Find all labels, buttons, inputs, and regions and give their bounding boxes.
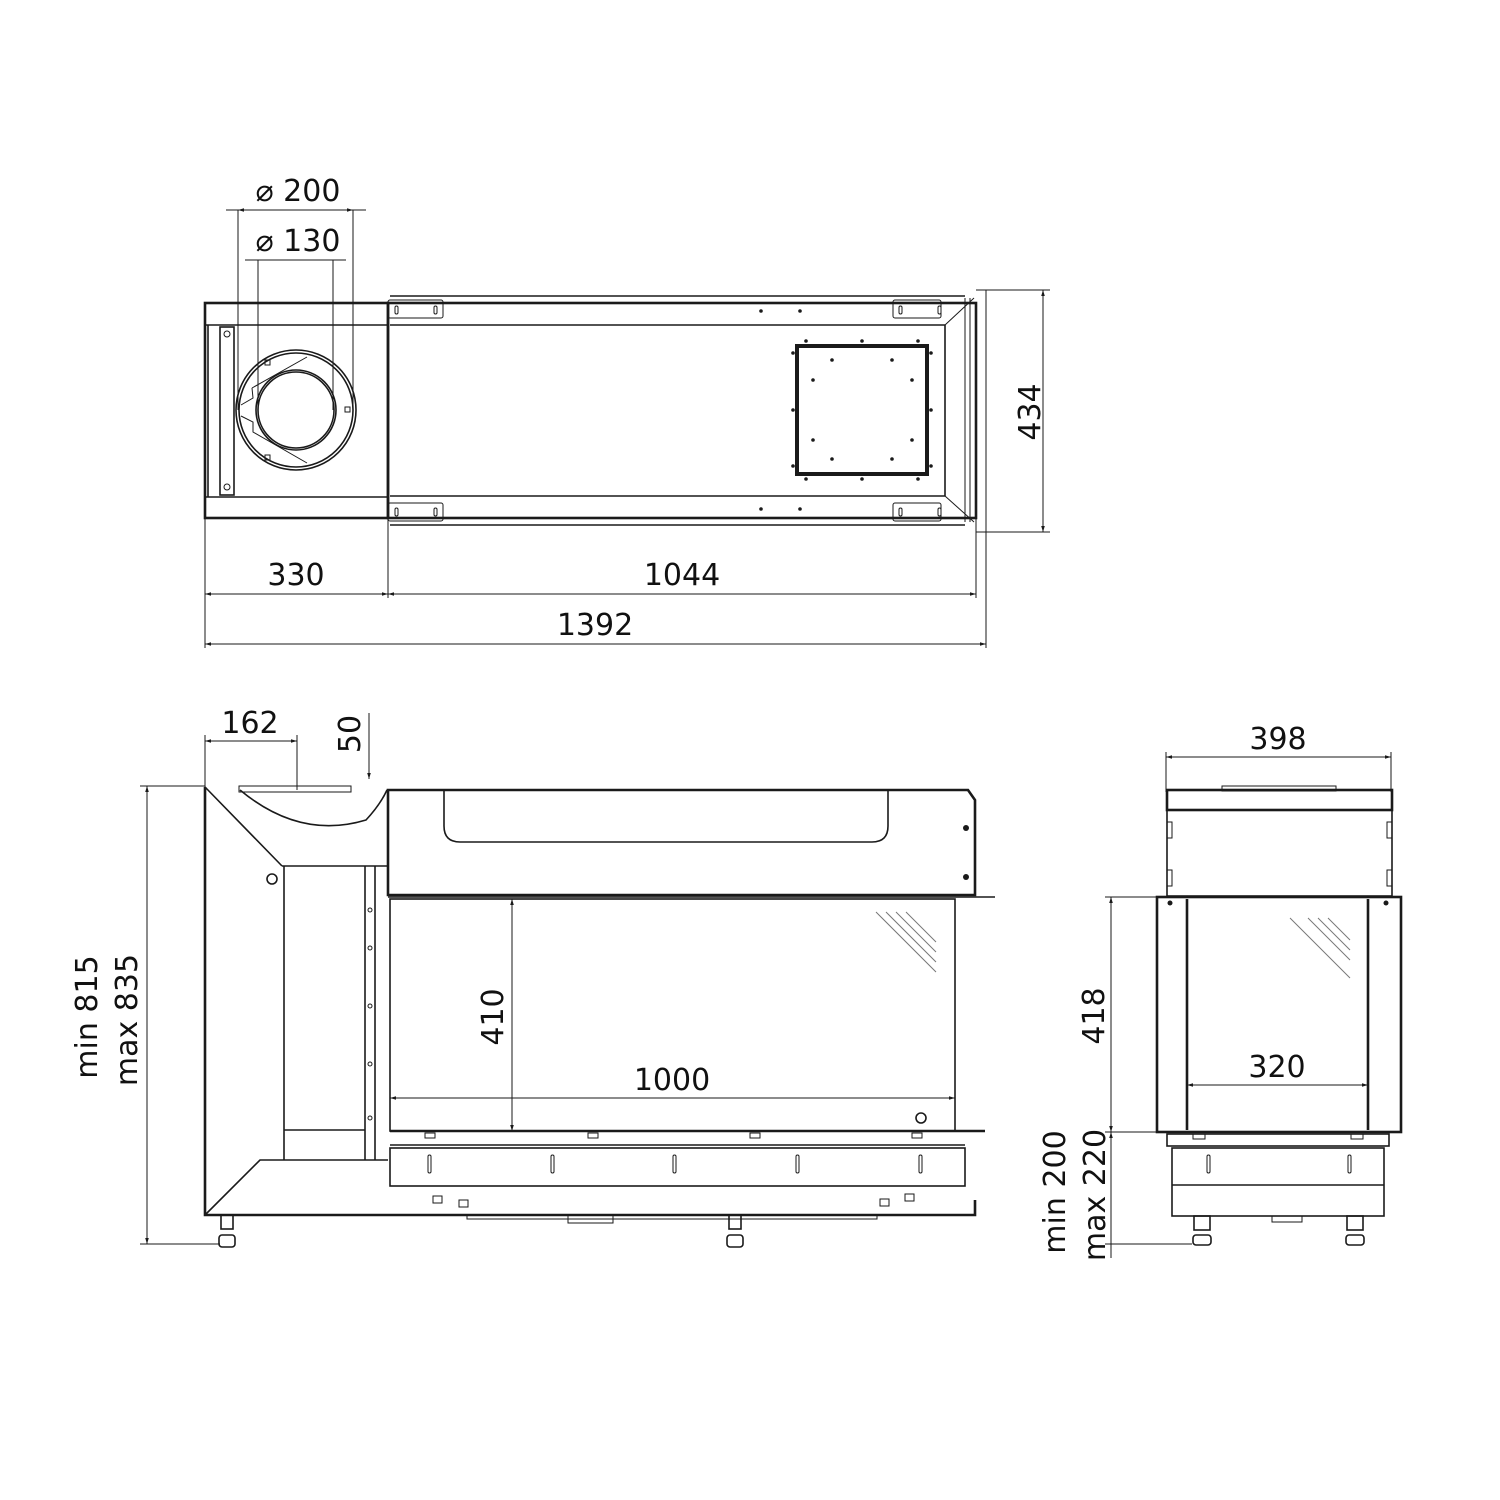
side-top-frame xyxy=(1165,788,1394,812)
front-outline xyxy=(203,787,977,1217)
dim-depth: 434 xyxy=(1013,383,1048,440)
side-glass-reflection xyxy=(1289,917,1351,979)
flue-box-outline xyxy=(203,301,390,520)
dim-flue-inner: ⌀ 130 xyxy=(256,224,341,259)
control-panel xyxy=(389,1147,966,1187)
main-body-outline xyxy=(386,301,978,520)
dim-flue-offset: 162 xyxy=(221,706,278,741)
dim-main-section: 1044 xyxy=(644,558,720,593)
hood-recess xyxy=(443,790,889,843)
square-outlet xyxy=(759,309,933,511)
dim-left-section: 330 xyxy=(267,558,324,593)
dim-flue-outer: ⌀ 200 xyxy=(256,174,341,209)
dim-height-min: min 815 xyxy=(70,955,105,1078)
side-bracket xyxy=(219,326,235,496)
vent-slots xyxy=(424,1132,923,1174)
dim-side-width: 398 xyxy=(1249,722,1306,757)
dim-height-max: max 835 xyxy=(110,954,145,1086)
side-glass-frame xyxy=(1155,895,1403,1134)
hood xyxy=(386,788,977,897)
side-dimensions xyxy=(1105,752,1392,1258)
top-view: ⌀ 200 ⌀ 130 434 330 1044 1392 xyxy=(203,174,1050,648)
glass-reflection xyxy=(875,911,937,973)
front-view: 162 50 min 815 max 835 410 1000 xyxy=(70,706,995,1248)
front-dimensions xyxy=(140,713,955,1245)
dim-glass-width: 1000 xyxy=(634,1063,710,1098)
top-dimensions xyxy=(204,208,1050,648)
flue-pipe-profile xyxy=(239,789,388,827)
side-hood xyxy=(1166,809,1393,897)
side-view: 398 418 320 min 200 max 220 xyxy=(1038,722,1403,1261)
dim-side-glass-height: 418 xyxy=(1077,987,1112,1044)
dim-overall-width: 1392 xyxy=(557,608,633,643)
dim-glass-height: 410 xyxy=(476,988,511,1045)
adjustable-feet xyxy=(218,1214,744,1248)
dim-base-max: max 220 xyxy=(1078,1129,1113,1261)
dim-flue-drop: 50 xyxy=(333,715,368,753)
side-base xyxy=(1171,1147,1385,1217)
flue-collar xyxy=(235,349,357,471)
mounting-brackets xyxy=(387,299,942,522)
dim-base-min: min 200 xyxy=(1038,1130,1073,1253)
dim-side-glass-width: 320 xyxy=(1248,1050,1305,1085)
